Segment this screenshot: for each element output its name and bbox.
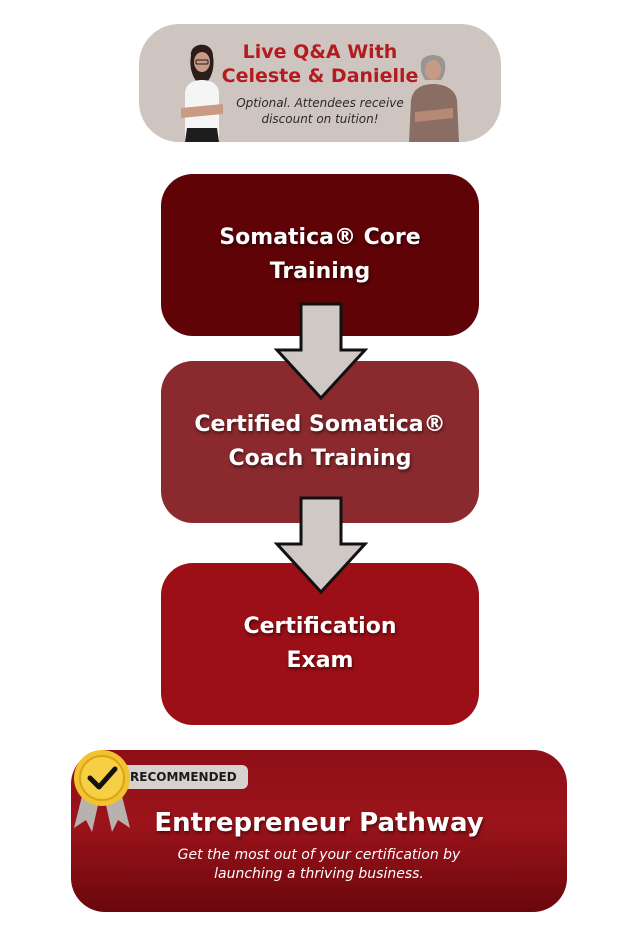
entrepreneur-subtitle-line2: launching a thriving business. — [214, 866, 424, 882]
celeste-photo — [181, 44, 223, 142]
step-3-line2: Exam — [286, 648, 354, 673]
live-qa-banner: Live Q&A With Celeste & Danielle Optiona… — [139, 24, 501, 142]
qa-title-line2: Celeste & Danielle — [221, 65, 419, 87]
award-badge-icon — [74, 750, 130, 832]
entrepreneur-subtitle-line1: Get the most out of your certification b… — [177, 847, 461, 863]
entrepreneur-title: Entrepreneur Pathway — [154, 808, 484, 838]
step-1-line1: Somatica® Core — [219, 225, 421, 250]
qa-subtitle: Optional. Attendees receive discount on … — [139, 95, 501, 127]
danielle-photo — [409, 55, 459, 142]
step-2-line1: Certified Somatica® — [194, 412, 446, 437]
qa-subtitle-line1: Optional. Attendees receive — [236, 96, 404, 110]
step-3-line1: Certification — [243, 614, 397, 639]
entrepreneur-subtitle: Get the most out of your certification b… — [71, 846, 567, 884]
qa-title: Live Q&A With Celeste & Danielle — [139, 40, 501, 88]
step-2-line2: Coach Training — [228, 446, 412, 471]
step-1-line2: Training — [269, 259, 371, 284]
qa-title-line1: Live Q&A With — [242, 41, 398, 63]
arrow-down-icon — [273, 302, 369, 401]
qa-subtitle-line2: discount on tuition! — [261, 112, 379, 126]
arrow-down-icon — [273, 496, 369, 595]
